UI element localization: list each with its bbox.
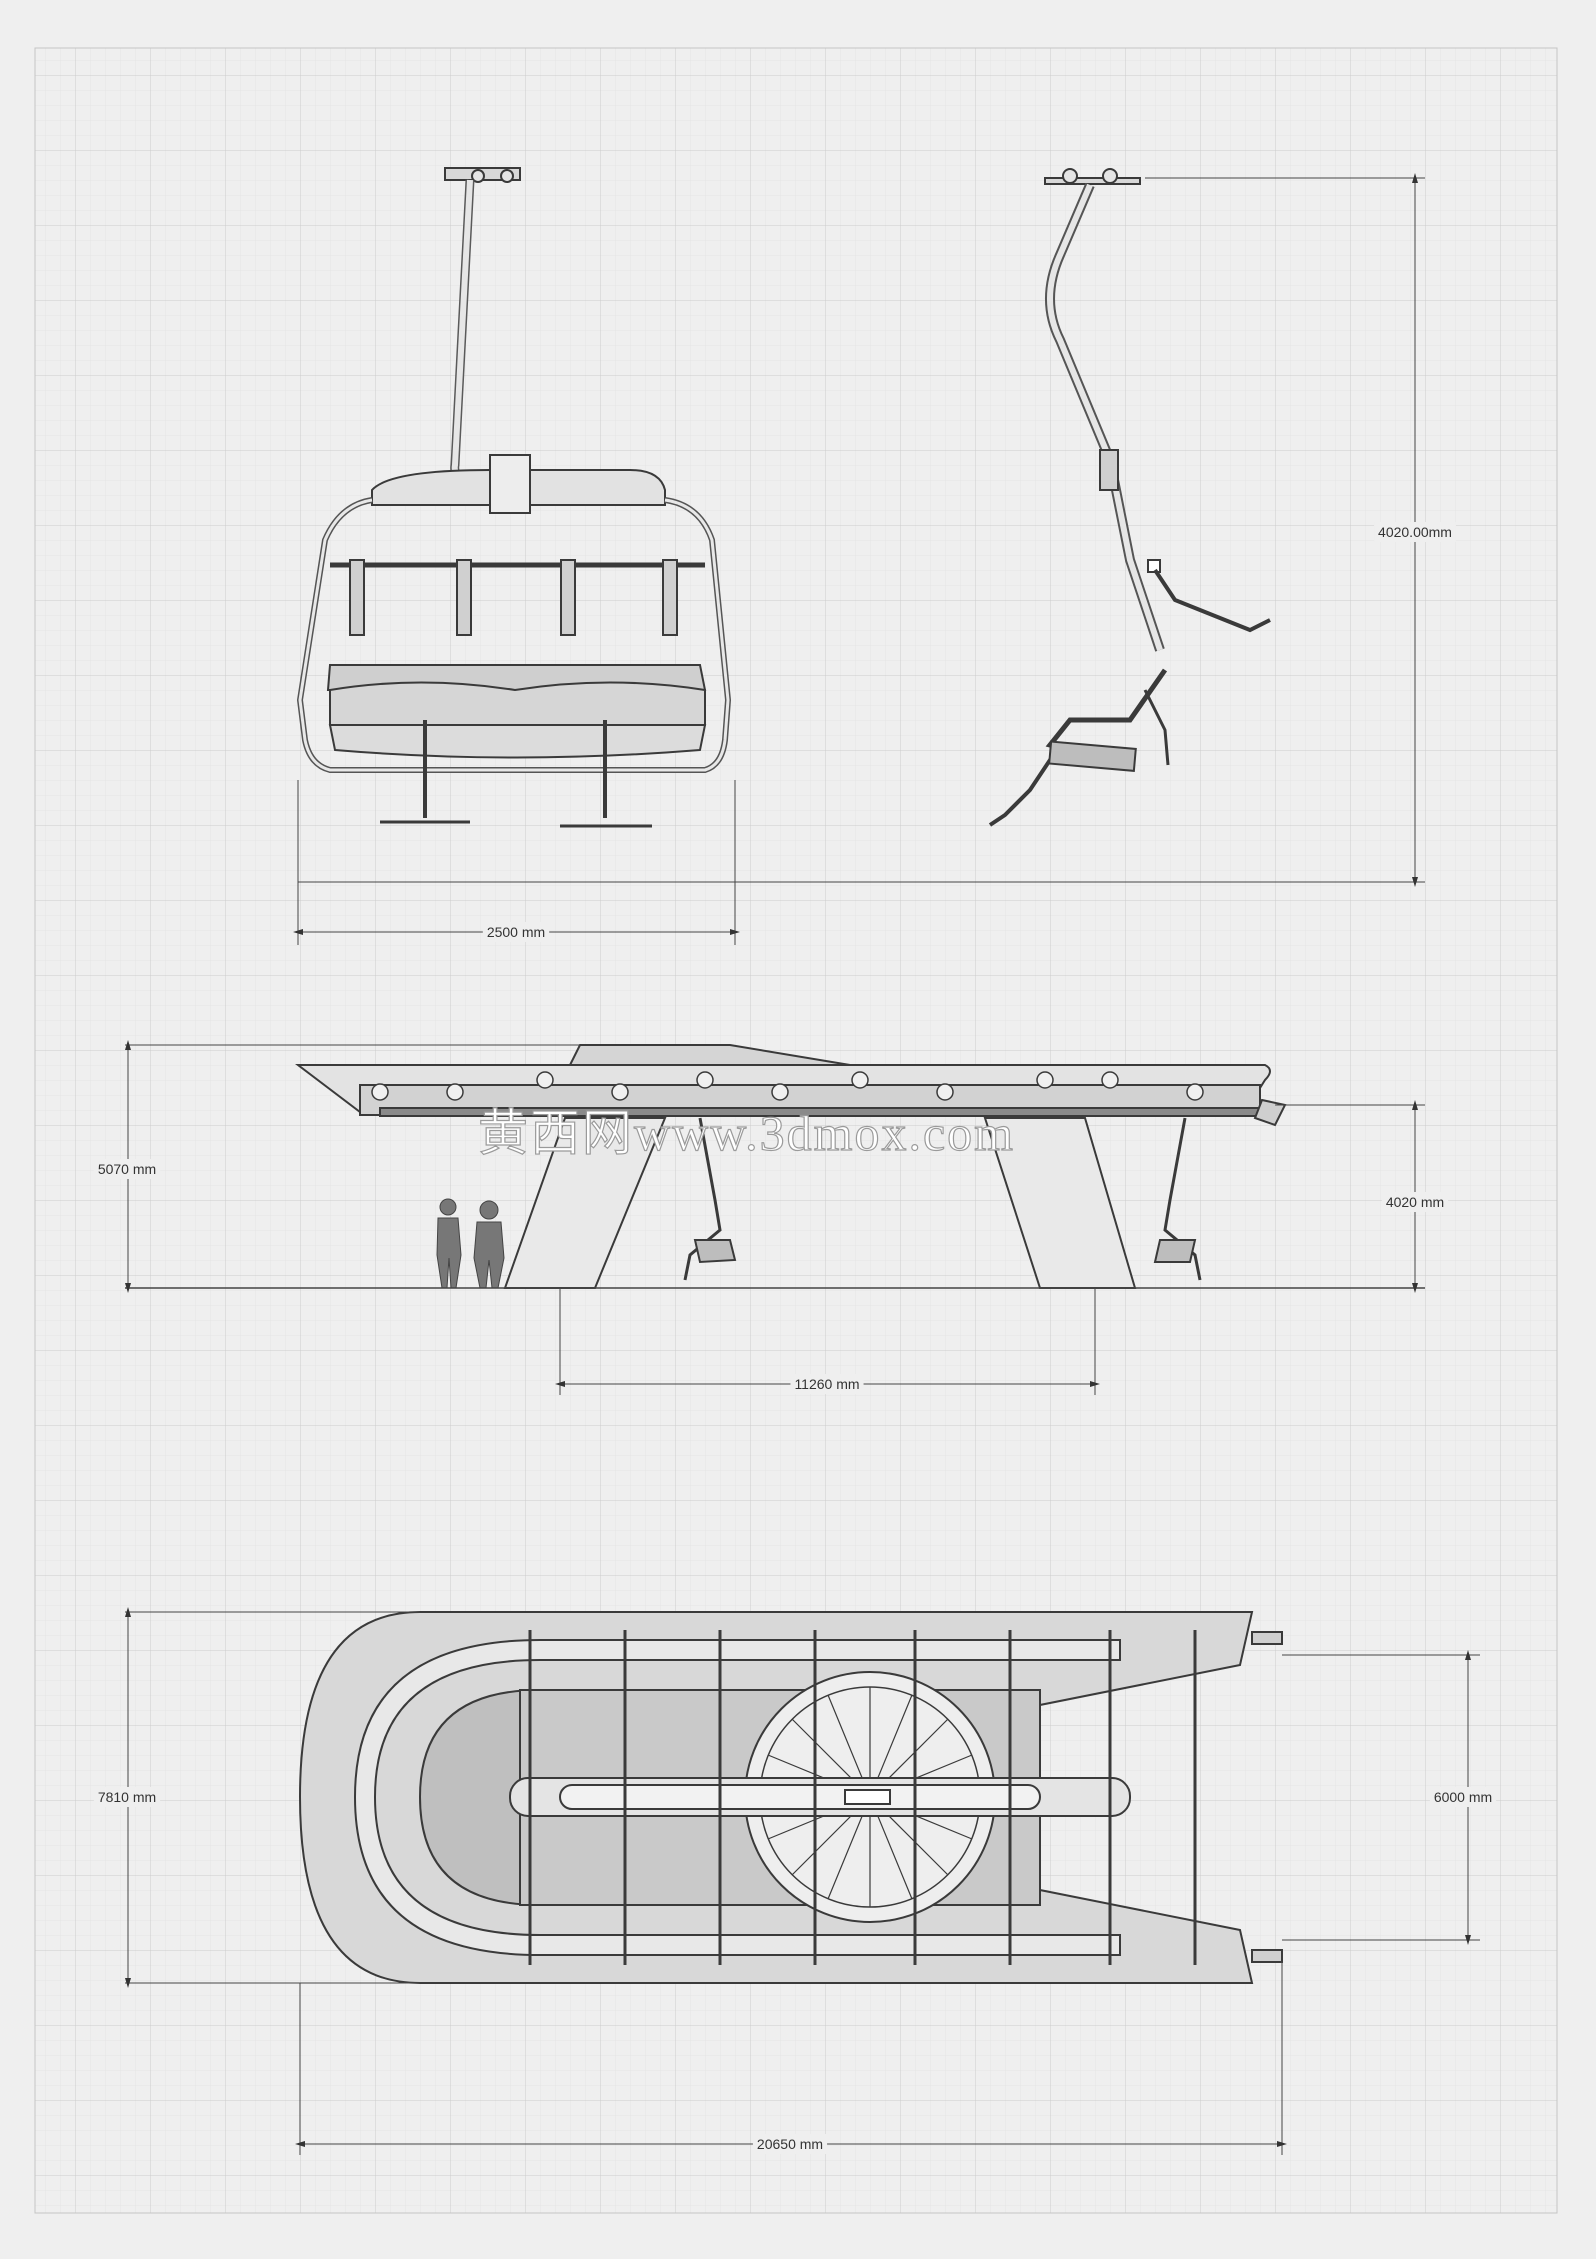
chair-width-label: 2500 mm: [487, 924, 545, 940]
label-backdrop: [752, 2134, 828, 2154]
label-backdrop: [1374, 522, 1456, 542]
station-height-label: 5070 mm: [98, 1161, 156, 1177]
hanger-height-label: 4020 mm: [1386, 1194, 1444, 1210]
label-backdrop: [1429, 1787, 1497, 1807]
watermark: 黄西网www.3dmox.com: [478, 1105, 1015, 1161]
station-elevation-view: [295, 1044, 1287, 1289]
human-scale-figures: [436, 1198, 505, 1289]
chair-side-view: [988, 168, 1271, 827]
pylon-spacing-label: 11260 mm: [794, 1376, 859, 1392]
station-length-label: 20650 mm: [757, 2136, 823, 2152]
rail-spacing-label: 6000 mm: [1434, 1789, 1492, 1805]
station-elevation-dimensions: [125, 1040, 1425, 1395]
label-backdrop: [482, 922, 550, 942]
station-width-label: 7810 mm: [98, 1789, 156, 1805]
label-backdrop: [1381, 1192, 1449, 1212]
chair-height-label: 4020.00mm: [1378, 524, 1452, 540]
station-plan-view: [298, 1611, 1283, 1984]
label-backdrop: [93, 1159, 161, 1179]
label-backdrop: [93, 1787, 161, 1807]
chair-front-view: [296, 167, 732, 828]
label-backdrop: [790, 1374, 864, 1394]
